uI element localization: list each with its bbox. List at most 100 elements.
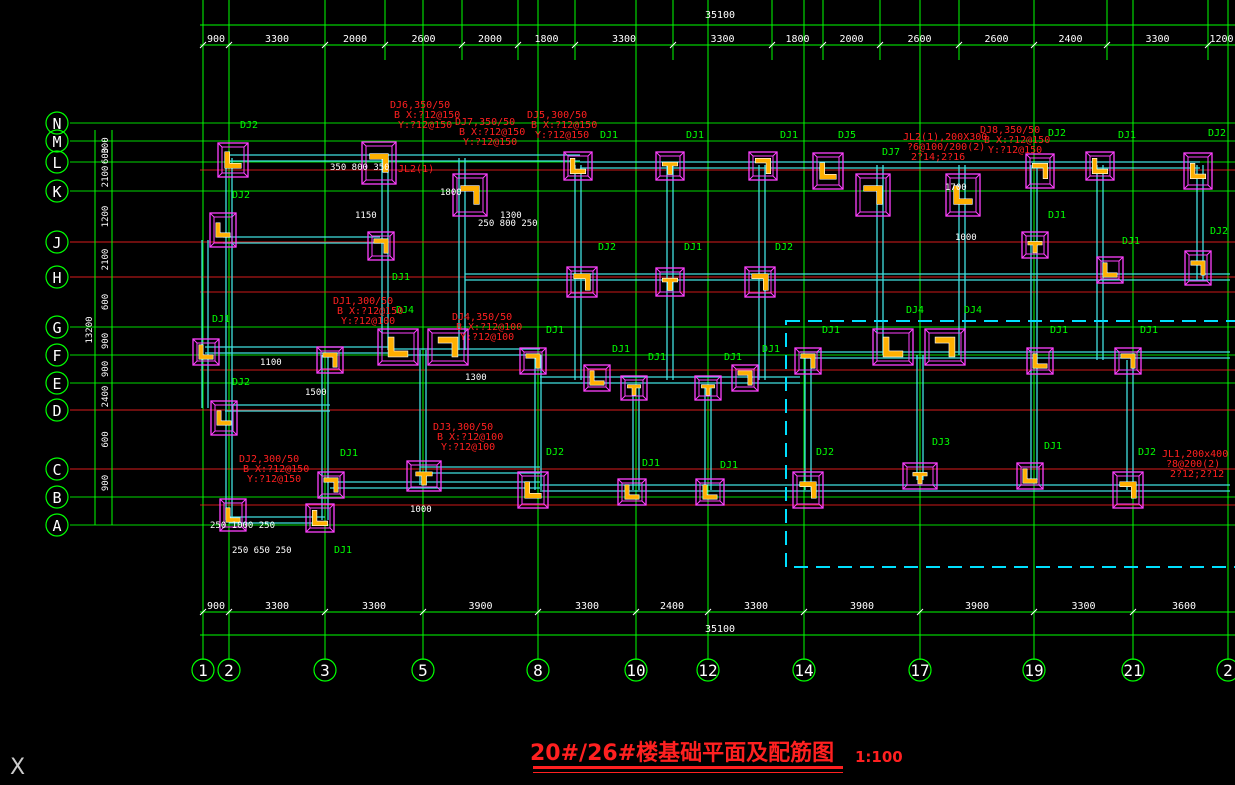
footing-label: DJ1 — [1044, 441, 1062, 452]
footing-step — [371, 235, 391, 257]
footing-corner — [945, 211, 951, 217]
footing-corner — [1096, 256, 1102, 262]
footing-step — [570, 270, 594, 294]
footing-corner — [838, 184, 844, 190]
row-axis-label: J — [52, 234, 61, 252]
dim-tick — [1103, 41, 1111, 49]
detail-dim-value: 1300 — [465, 373, 487, 383]
footing-corner — [694, 375, 700, 381]
footing-corner — [716, 375, 722, 381]
footing-outline — [792, 471, 824, 509]
footing-outline — [1016, 462, 1044, 490]
footing-corner — [241, 498, 247, 504]
footing-corner — [770, 292, 776, 298]
footing-step — [1030, 351, 1050, 371]
top-dim-value: 900 — [207, 34, 225, 45]
footing-step — [214, 404, 234, 432]
col-axis-label: 1 — [198, 661, 208, 680]
footing-corner — [1207, 184, 1213, 190]
col-axis-bubble — [411, 658, 435, 682]
footing-corner — [960, 328, 966, 334]
detail-dim-value: 1000 — [955, 233, 977, 243]
dim-tick — [514, 41, 522, 49]
title-underline — [533, 766, 843, 769]
col-axis-bubble — [1216, 658, 1235, 682]
annotation-line: 2?12;2?12 — [1170, 469, 1224, 480]
footing-step — [381, 332, 415, 362]
annotation-line: Y:?12@100 — [441, 442, 495, 453]
column-section — [322, 352, 338, 368]
footing-corner — [377, 328, 383, 334]
footing-corner — [217, 172, 223, 178]
footing-corner — [1138, 503, 1144, 509]
footing-outline — [316, 346, 344, 374]
footing-outline — [924, 328, 966, 366]
footing-corner — [679, 291, 685, 297]
column-section — [589, 370, 605, 386]
col-axis-label: 2 — [224, 661, 234, 680]
col-axis-label: 12 — [698, 661, 717, 680]
footing-corner — [1025, 153, 1031, 159]
footing-label: DJ5 — [838, 130, 856, 141]
bottom-dim-value: 900 — [207, 601, 225, 612]
footing-corner — [317, 493, 323, 499]
footing-outline — [210, 400, 238, 436]
left-dim-value: 2100 — [101, 249, 111, 271]
footing-corner — [655, 175, 661, 181]
footing-corner — [794, 369, 800, 375]
footing-corner — [744, 266, 750, 272]
annotation-line: B X:?12@150 — [531, 120, 597, 131]
row-axis-label: C — [52, 461, 61, 479]
annotation-line: DJ8,350/50 — [980, 125, 1040, 136]
footing-corner — [406, 486, 412, 492]
footing-step — [213, 216, 233, 244]
annotation-line: B X:?12@100 — [456, 322, 522, 333]
footing-outline — [1112, 471, 1144, 509]
annotation-line: B X:?12@150 — [243, 464, 309, 475]
column-section — [751, 273, 769, 291]
footing-corner — [794, 347, 800, 353]
row-axis-label: G — [52, 319, 61, 337]
footing-corner — [885, 211, 891, 217]
footing-corner — [377, 360, 383, 366]
footing-corner — [960, 360, 966, 366]
footing-corner — [655, 151, 661, 157]
row-axis-label: D — [52, 402, 61, 420]
footing-step — [1116, 475, 1140, 505]
footing-step — [1100, 260, 1120, 280]
left-dim-value: 600 — [101, 431, 111, 447]
left-total-dim-value: 13200 — [85, 316, 95, 343]
annotation-line: B X:?12@150 — [984, 135, 1050, 146]
footing-outline — [744, 266, 776, 298]
column-section — [1119, 481, 1137, 499]
detail-dim-value: 350 800 350 — [330, 163, 390, 173]
dim-tick — [704, 608, 712, 616]
dim-tick — [819, 41, 827, 49]
footing-label: DJ1 — [780, 130, 798, 141]
col-axis-bubble — [191, 658, 215, 682]
footing-corner — [719, 500, 725, 506]
footing-outline — [812, 152, 844, 190]
footing-label: DJ1 — [546, 325, 564, 336]
footing-outline — [1183, 152, 1213, 190]
footing-step — [816, 156, 840, 186]
column-section — [460, 185, 480, 205]
footing-label: DJ2 — [232, 377, 250, 388]
footing-label: DJ4 — [396, 305, 414, 316]
footing-corner — [219, 526, 225, 532]
footing-corner — [932, 484, 938, 490]
footing-corner — [219, 498, 225, 504]
column-section — [819, 162, 837, 180]
row-axis-bubble — [45, 179, 69, 203]
annotation-line: DJ1,300/50 — [333, 296, 393, 307]
row-axis-bubble — [45, 457, 69, 481]
footing-corner — [563, 151, 569, 157]
row-axis-bubble — [45, 230, 69, 254]
detail-dim-value: 1700 — [945, 183, 967, 193]
footing-step — [1089, 155, 1111, 177]
footing-corner — [679, 267, 685, 273]
footing-outline — [731, 364, 759, 392]
